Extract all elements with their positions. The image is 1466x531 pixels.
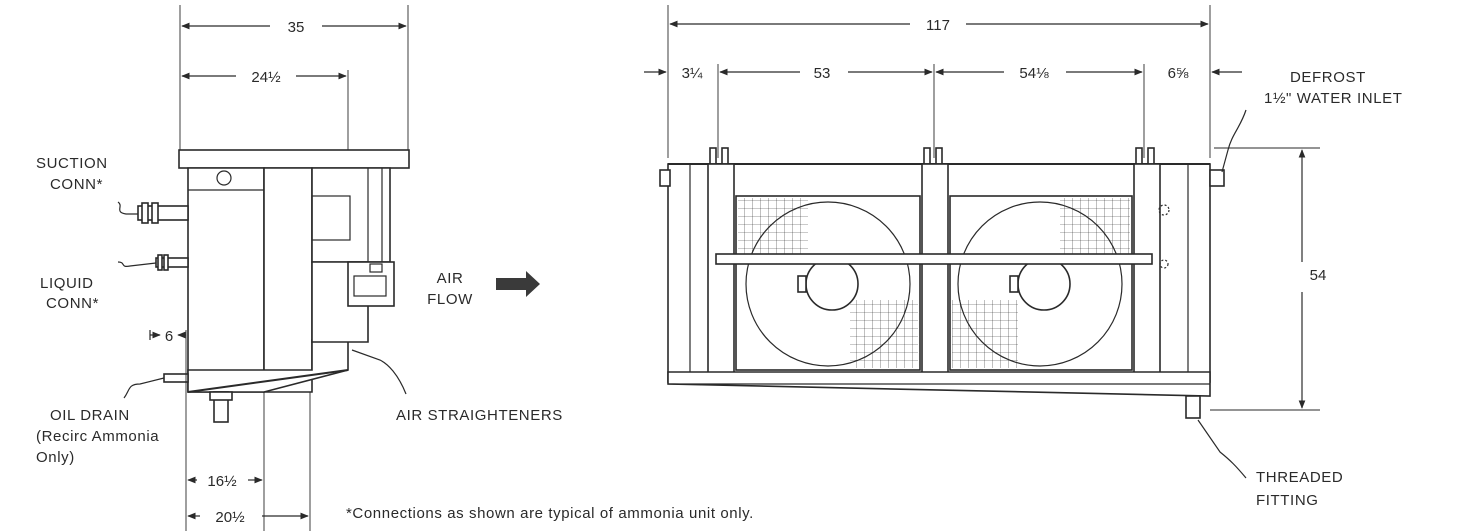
dim-label-24-half: 24½: [251, 69, 281, 86]
dim-label-117: 117: [926, 17, 950, 34]
dim-side-base2: 20½: [187, 509, 309, 526]
air-flow-arrow-icon: [496, 271, 540, 297]
label-air-flow-1: AIR: [437, 270, 464, 287]
coil-body: [263, 167, 313, 393]
dim-side-inner: 24½: [181, 69, 347, 86]
air-flow-indicator: AIR FLOW: [427, 270, 540, 308]
label-suction-2: CONN*: [50, 176, 103, 193]
label-liquid-2: CONN*: [46, 295, 99, 312]
dim-side-base1: 16½: [187, 473, 263, 490]
front-view: 117 3¼ 53 54⅛ 6⅝: [644, 5, 1403, 509]
coil-header: [187, 167, 265, 393]
fan-left: [745, 201, 911, 367]
motor-box: [347, 261, 395, 307]
label-threaded-1: THREADED: [1256, 469, 1343, 486]
label-suction-1: SUCTION: [36, 155, 108, 172]
label-air-flow-2: FLOW: [427, 291, 473, 308]
leader-liquid: [117, 261, 157, 267]
fan-housing: [311, 167, 391, 263]
motor-left: [805, 257, 859, 311]
dim-label-54-eighth: 54⅛: [1019, 65, 1049, 82]
dim-label-54: 54: [1310, 267, 1327, 284]
label-oil-3: Only): [36, 449, 75, 466]
dim-label-3-quarter: 3¼: [682, 65, 703, 82]
top-plate: [178, 149, 410, 169]
label-defrost-1: DEFROST: [1290, 69, 1366, 86]
dim-label-16-half: 16½: [207, 473, 237, 490]
dim-front-sections: 3¼ 53 54⅛ 6⅝: [644, 65, 1242, 82]
label-threaded-2: FITTING: [1256, 492, 1319, 509]
footnote: *Connections as shown are typical of amm…: [346, 505, 754, 522]
dim-side-small: 6: [149, 328, 186, 345]
label-defrost-2: 1½" WATER INLET: [1264, 90, 1403, 107]
leader-defrost: [1221, 109, 1247, 173]
label-oil-1: OIL DRAIN: [50, 407, 130, 424]
side-view: 35 24½: [36, 5, 563, 531]
threaded-fitting: [1185, 395, 1201, 419]
label-oil-2: (Recirc Ammonia: [36, 428, 159, 445]
defrost-inlet-stub: [1209, 169, 1225, 187]
fan-right: [957, 201, 1123, 367]
leader-suction: [117, 201, 138, 215]
dim-label-6-five-eighths: 6⅝: [1168, 65, 1189, 82]
oil-drain-connection: [163, 373, 233, 423]
dim-side-width: 35: [181, 19, 407, 36]
left-stub: [659, 169, 671, 187]
cross-bar: [715, 253, 1153, 265]
dim-label-53: 53: [814, 65, 831, 82]
dim-label-35: 35: [288, 19, 305, 36]
drain-pan: [187, 339, 349, 393]
dim-label-20-half: 20½: [215, 509, 245, 526]
liquid-connection: [155, 254, 189, 271]
label-liquid-1: LIQUID: [40, 275, 94, 292]
motor-right: [1017, 257, 1071, 311]
leader-threaded: [1197, 419, 1247, 479]
label-air-straighteners: AIR STRAIGHTENERS: [396, 407, 563, 424]
dim-front-total: 117: [669, 17, 1209, 34]
leader-oil: [123, 377, 165, 399]
dim-label-6: 6: [165, 328, 173, 345]
hangers: [706, 147, 1158, 165]
suction-connection: [137, 202, 189, 224]
dim-front-height: 54: [1298, 149, 1327, 409]
leader-straighteners: [351, 349, 407, 395]
